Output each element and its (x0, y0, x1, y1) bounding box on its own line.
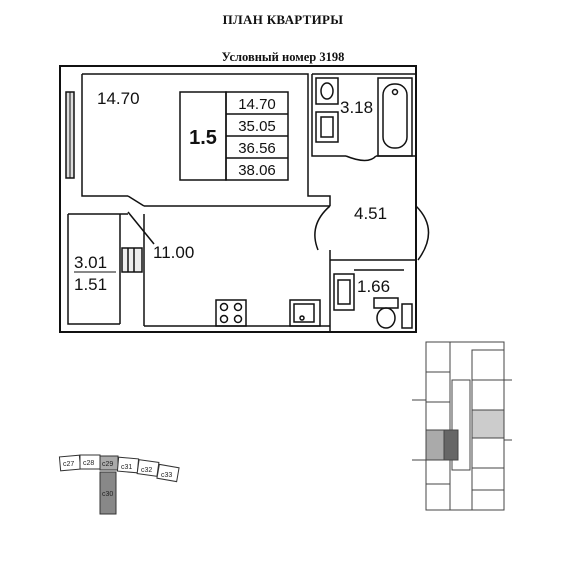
hall-area: 4.51 (354, 204, 387, 223)
full-area-value: 38.06 (238, 162, 276, 179)
plan-title: ПЛАН КВАРТИРЫ (222, 12, 344, 27)
living-area-value: 14.70 (238, 96, 276, 113)
section-label-c33: c33 (161, 472, 172, 479)
section-key-plan: c27 c28 c29 c31 c32 c33 c30 (58, 454, 180, 515)
section-label-c28: c28 (83, 460, 94, 467)
kitchen-area: 11.00 (153, 243, 194, 262)
kitchen-walls (67, 213, 330, 327)
living-room-walls (81, 73, 331, 245)
section-label-c30: c30 (102, 491, 113, 498)
outer-walls (59, 65, 417, 333)
section-label-c32: c32 (141, 467, 152, 474)
section-label-c27: c27 (63, 461, 74, 468)
living-room-area: 14.70 (97, 89, 140, 108)
balcony-area-reduced: 1.51 (74, 275, 107, 294)
apartment-number: Условный номер 3198 (221, 50, 345, 64)
balcony-area-full: 3.01 (74, 253, 107, 272)
total-area-value: 35.05 (238, 118, 276, 135)
floor-key-plan (412, 341, 512, 511)
toilet-room (333, 269, 413, 329)
hall (314, 155, 430, 332)
section-label-c31: c31 (121, 464, 132, 471)
bathroom-area: 3.18 (340, 98, 373, 117)
rooms-count: 1.5 (189, 127, 217, 149)
toilet-area: 1.66 (357, 277, 390, 296)
bathroom (311, 73, 416, 157)
area-with-coef-value: 36.56 (238, 140, 276, 157)
summary-table: 1.5 14.70 35.05 36.56 38.06 (179, 91, 289, 181)
section-label-c29: c29 (102, 461, 113, 468)
